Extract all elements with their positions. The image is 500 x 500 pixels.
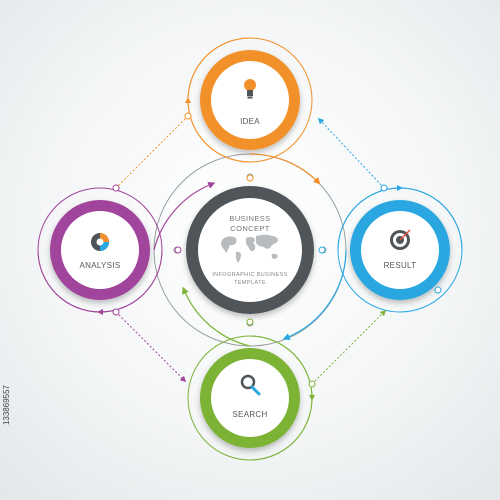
lightbulb-icon [244,79,256,99]
center-subtitle-line2: TEMPLATE [234,280,266,286]
stock-id-text: 133869557 [2,385,11,426]
center-subtitle-line1: INFOGRAPHIC BUSINESS [212,272,288,278]
connector-search-result [311,309,387,385]
connector-result-idea [317,117,385,189]
node-result: RESULT [318,184,463,313]
node-analysis-label: ANALYSIS [80,261,121,270]
connectors [113,115,387,385]
magnifier-icon [240,374,261,396]
connector-idea-analysis [113,115,189,191]
connector-analysis-search [115,311,187,383]
target-icon [390,229,411,250]
pie-chart-icon [91,233,109,251]
node-idea: IDEA [184,37,313,182]
center-title-line1: BUSINESS [229,214,270,223]
node-search: SEARCH [187,318,316,461]
node-search-label: SEARCH [232,410,267,419]
node-idea-label: IDEA [240,117,260,126]
center-hub: BUSINESS CONCEPT INFOGRAPHIC BUSINESS TE… [153,153,347,347]
node-analysis: ANALYSIS [37,184,182,316]
node-result-label: RESULT [384,261,417,270]
world-map-icon [221,234,278,263]
center-title-line2: CONCEPT [230,224,269,233]
